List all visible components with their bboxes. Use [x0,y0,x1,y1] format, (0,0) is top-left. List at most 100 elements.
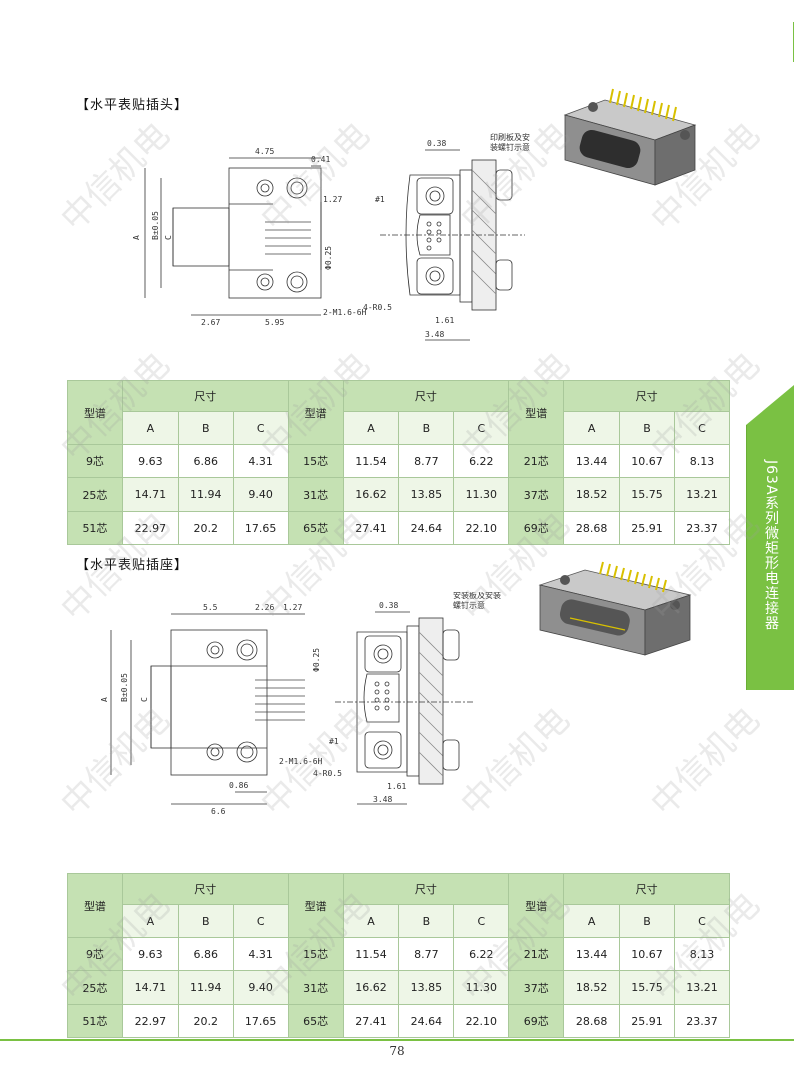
value-cell: 23.37 [674,1004,730,1038]
dim-label: 1.27 [283,603,302,612]
dim-label: 2.67 [201,318,220,327]
value-cell: 6.86 [177,937,234,971]
value-cell: 4.31 [232,444,289,478]
value-cell: 27.41 [342,1004,400,1038]
value-cell: 10.67 [619,937,675,971]
dim-label: Φ0.25 [324,246,333,270]
value-cell: 20.2 [177,511,234,545]
header-size: 尺寸 [121,380,289,412]
value-cell: 24.64 [398,511,455,545]
dim-label: #1 [375,195,385,204]
header-a: A [563,904,621,938]
dim-label: 0.38 [427,139,446,148]
value-cell: 9.63 [121,444,179,478]
dim-label: 6.6 [211,807,226,816]
value-cell: 14.71 [121,970,179,1005]
value-cell: 11.54 [342,444,400,478]
page-number: 78 [389,1044,405,1058]
value-cell: 27.41 [342,511,400,545]
header-a: A [121,904,179,938]
value-cell: 4.31 [232,937,289,971]
header-model: 型谱 [287,380,344,445]
dim-label: 1.27 [323,195,342,204]
value-cell: 8.13 [674,444,730,478]
header-size: 尺寸 [563,380,730,412]
value-cell: 22.97 [121,511,179,545]
value-cell: 15.75 [619,477,675,512]
model-cell: 51芯 [67,511,123,545]
model-cell: 69芯 [508,511,565,545]
value-cell: 9.40 [232,477,289,512]
dim-label: 3.48 [425,330,444,339]
header-size: 尺寸 [121,873,289,905]
value-cell: 17.65 [232,511,289,545]
side-tab [745,385,794,690]
model-cell: 31芯 [287,477,344,512]
model-cell: 9芯 [67,937,123,971]
receptacle-drawing: 5.5 2.26 1.27 Φ0.25 A B±0.05 C 0.86 6.6 … [95,592,515,817]
dim-label: 5.5 [203,603,218,612]
value-cell: 8.77 [398,937,455,971]
dim-label: A [100,697,109,702]
dim-label: 0.86 [229,781,248,790]
value-cell: 6.22 [453,937,510,971]
header-model: 型谱 [508,380,565,445]
model-cell: 25芯 [67,477,123,512]
dim-label: #1 [329,737,339,746]
header-c: C [453,411,510,445]
value-cell: 13.21 [674,477,730,512]
header-b: B [398,904,455,938]
dim-label: 1.61 [387,782,406,791]
dim-label: 1.61 [435,316,454,325]
dim-label: 5.95 [265,318,284,327]
value-cell: 6.86 [177,444,234,478]
plug-drawing: 4.75 0.41 1.27 B±0.05 C A Φ0.25 2.67 5.9… [125,130,545,345]
value-cell: 22.10 [453,1004,510,1038]
receptacle-technical-drawing: 5.5 2.26 1.27 Φ0.25 A B±0.05 C 0.86 6.6 … [100,592,501,816]
plug-technical-drawing: 4.75 0.41 1.27 B±0.05 C A Φ0.25 2.67 5.9… [132,132,530,341]
header-b: B [177,411,234,445]
header-a: A [563,411,621,445]
value-cell: 8.77 [398,444,455,478]
dim-label: C [140,697,149,702]
value-cell: 13.85 [398,477,455,512]
header-c: C [453,904,510,938]
section-title-plug: 【水平表贴插头】 [76,98,189,113]
value-cell: 28.68 [563,1004,621,1038]
footer-line [0,1039,794,1041]
dim-label: Φ0.25 [312,648,321,672]
header-model: 型谱 [67,873,123,938]
receptacle-product-image [525,560,715,665]
header-model: 型谱 [287,873,344,938]
value-cell: 25.91 [619,511,675,545]
model-cell: 15芯 [287,444,344,478]
dim-label: 3.48 [373,795,392,804]
dim-label: C [164,235,173,240]
value-cell: 22.97 [121,1004,179,1038]
value-cell: 9.63 [121,937,179,971]
plug-product-image [545,85,730,205]
value-cell: 11.30 [453,970,510,1005]
value-cell: 15.75 [619,970,675,1005]
value-cell: 25.91 [619,1004,675,1038]
header-c: C [674,411,730,445]
value-cell: 13.85 [398,970,455,1005]
model-cell: 21芯 [508,444,565,478]
header-a: A [342,904,400,938]
header-model: 型谱 [508,873,565,938]
value-cell: 28.68 [563,511,621,545]
dim-label: 2-M1.6-6H [279,757,323,766]
value-cell: 14.71 [121,477,179,512]
model-cell: 37芯 [508,970,565,1005]
model-cell: 25芯 [67,970,123,1005]
value-cell: 11.94 [177,970,234,1005]
value-cell: 8.13 [674,937,730,971]
side-tab-text: J63A系列微矩形电连接器 [763,460,779,631]
dim-label: 4-R0.5 [313,769,342,778]
header-c: C [232,411,289,445]
header-c: C [232,904,289,938]
